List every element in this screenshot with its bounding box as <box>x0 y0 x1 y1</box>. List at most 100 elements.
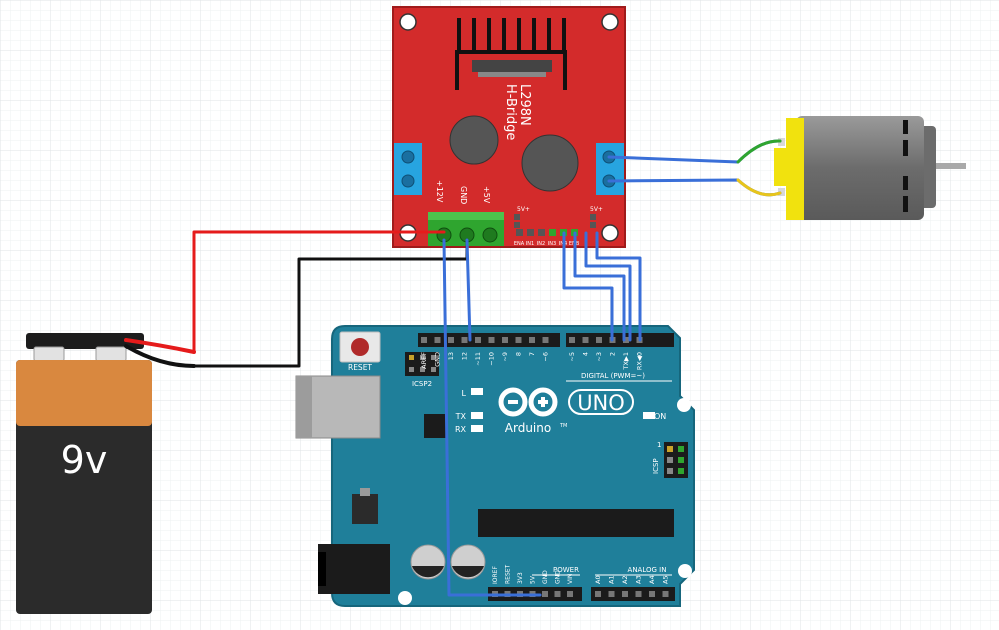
header-pin[interactable] <box>623 337 629 343</box>
battery-top-band <box>16 360 152 426</box>
pin-label: A3 <box>635 575 643 584</box>
power-label: POWER <box>553 566 579 574</box>
mount-hole <box>601 224 619 242</box>
pin-label: ~11 <box>474 352 482 366</box>
header-pin[interactable] <box>488 337 495 343</box>
led-label-tx: TX <box>455 412 467 421</box>
battery-terminal-positive <box>95 346 127 362</box>
header-pin[interactable] <box>502 337 508 343</box>
motor-cap-tab <box>774 148 788 186</box>
control-pin-label: IN3 <box>548 241 556 247</box>
arduino-logo <box>498 387 558 417</box>
mount-hole <box>398 591 412 605</box>
header-pin[interactable] <box>515 337 522 343</box>
battery-9v[interactable]: 9v <box>16 333 152 614</box>
heatsink <box>455 18 567 90</box>
header-digital-low <box>566 333 674 347</box>
header-pin[interactable] <box>434 337 441 343</box>
pin-label: ~6 <box>542 352 550 362</box>
header-pin[interactable] <box>475 337 481 343</box>
pin-label: RESET <box>505 564 512 584</box>
wire-motor-lead-green <box>736 139 782 164</box>
control-pin[interactable] <box>527 229 534 236</box>
control-pin[interactable] <box>549 229 556 236</box>
wire-12v[interactable] <box>192 230 446 354</box>
pin-label: A5 <box>662 575 670 584</box>
wire-in4-pin2[interactable] <box>595 231 642 342</box>
wires <box>124 139 782 597</box>
header-pin[interactable] <box>596 337 602 343</box>
control-pin[interactable] <box>516 229 523 236</box>
battery-terminal-negative <box>33 346 65 362</box>
pin-label: ~9 <box>501 352 509 362</box>
jumper-pin <box>590 214 596 220</box>
mount-hole <box>601 13 619 31</box>
icsp-header <box>664 442 688 478</box>
terminal-screw <box>401 174 415 188</box>
wire-battery-negative-lead[interactable] <box>124 344 196 368</box>
mount-hole <box>399 13 417 31</box>
analog-label: ANALOG IN <box>628 566 667 574</box>
header-pin[interactable] <box>542 591 548 597</box>
pin-label: GND <box>542 570 549 584</box>
dc-power-jack-edge <box>318 552 326 586</box>
trademark: TM <box>559 423 567 429</box>
header-pin[interactable] <box>421 337 427 343</box>
power-terminal-top <box>428 212 504 220</box>
arduino-uno-board[interactable]: RESET ICSP2 UNO Arduino TM L <box>295 325 695 607</box>
motor-vents <box>903 120 908 212</box>
control-pin-label: IN2 <box>537 241 545 247</box>
header-pin[interactable] <box>582 337 589 343</box>
header-pin[interactable] <box>542 337 549 343</box>
wire-in1-pin5[interactable] <box>562 231 614 342</box>
led-label-rx: RX <box>455 425 467 434</box>
header-pin[interactable] <box>461 337 468 343</box>
pin-label: 3V3 <box>517 572 524 584</box>
pin-label: 12 <box>461 352 469 360</box>
usb-chip <box>424 414 446 438</box>
uno-badge <box>568 389 634 415</box>
wire-gnd-to-arduino[interactable] <box>465 238 472 342</box>
wire-in2-pin4[interactable] <box>573 231 626 342</box>
wire-5v-to-vin[interactable] <box>442 238 542 597</box>
uno-label: UNO <box>577 391 625 415</box>
icsp2-header <box>405 352 439 376</box>
header-pin[interactable] <box>529 337 535 343</box>
control-pin[interactable] <box>538 229 545 236</box>
header-pin[interactable] <box>622 591 628 597</box>
header-pin[interactable] <box>567 591 573 597</box>
motor-shaft <box>932 163 966 169</box>
header-pin[interactable] <box>635 591 642 597</box>
header-pin[interactable] <box>595 591 601 597</box>
wire-battery-positive-lead[interactable] <box>124 338 196 354</box>
pin-label: TX▶1 <box>622 352 630 371</box>
header-pin[interactable] <box>662 591 669 597</box>
power-label-gnd: GND <box>459 186 468 204</box>
pin-label: 5V <box>530 575 537 584</box>
pin-label: AREF <box>420 352 428 369</box>
terminal-screw <box>401 150 415 164</box>
pin-label: A4 <box>648 575 656 584</box>
terminal-screw-5v <box>482 227 498 243</box>
header-pin[interactable] <box>569 337 575 343</box>
battery-label: 9v <box>61 438 108 482</box>
led-tx <box>471 412 483 419</box>
header-pin[interactable] <box>649 591 655 597</box>
atmega-chip <box>478 509 674 537</box>
hbridge-subtitle: H-Bridge <box>503 84 518 140</box>
pin-label: 8 <box>515 352 523 356</box>
jumper-label: 5V+ <box>517 206 530 213</box>
header-pin[interactable] <box>608 591 615 597</box>
header-pin[interactable] <box>448 337 454 343</box>
wire-motor-lead-yellow <box>736 178 782 197</box>
header-pin[interactable] <box>554 591 561 597</box>
pin-label: A2 <box>621 575 629 584</box>
wire-in3-pin3[interactable] <box>584 231 632 342</box>
header-analog <box>591 587 675 601</box>
icsp-label: ICSP <box>652 458 660 474</box>
pin-label: ~3 <box>595 352 603 362</box>
dc-motor[interactable] <box>774 116 966 220</box>
reset-button[interactable] <box>351 338 369 356</box>
